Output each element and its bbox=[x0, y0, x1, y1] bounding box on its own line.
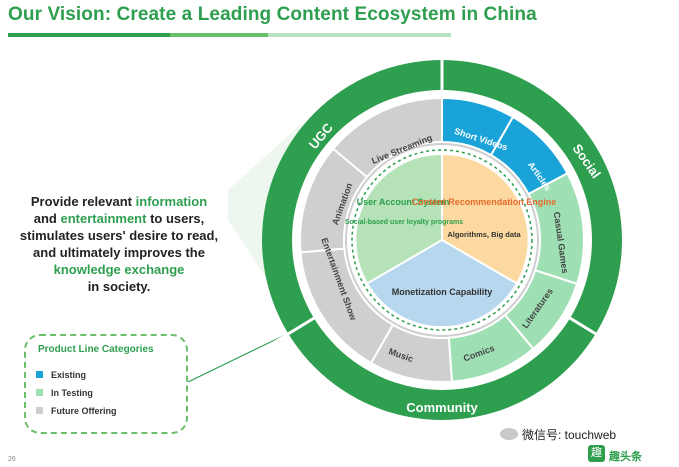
title-underline bbox=[8, 33, 451, 37]
legend: Product Line Categories Existing In Test… bbox=[24, 334, 188, 434]
logo-icon: 趣 bbox=[588, 445, 605, 462]
core-content-rec-title: Content Recommendation Engine bbox=[412, 197, 557, 207]
legend-title: Product Line Categories bbox=[38, 344, 154, 355]
legend-item-future: Future Offering bbox=[36, 406, 117, 416]
seg-live-streaming bbox=[331, 96, 443, 179]
highlight-entertainment: entertainment bbox=[60, 211, 147, 226]
page-title: Our Vision: Create a Leading Content Eco… bbox=[8, 4, 537, 25]
lead-paragraph: Provide relevant information and enterta… bbox=[19, 194, 219, 294]
highlight-knowledge-exchange: knowledge exchange bbox=[53, 262, 185, 277]
page-number: 26 bbox=[8, 456, 16, 463]
brand-logo: 趣 趣头条 bbox=[588, 445, 668, 463]
core-user-account bbox=[356, 154, 442, 283]
core-user-account-title: User Account System bbox=[357, 197, 450, 207]
product-segments bbox=[299, 96, 585, 383]
core-monetization-title: Monetization Capability bbox=[392, 287, 493, 297]
highlight-information: information bbox=[135, 194, 208, 209]
label-community: Community bbox=[406, 400, 478, 415]
wechat-icon bbox=[500, 428, 518, 440]
legend-item-existing: Existing bbox=[36, 370, 86, 380]
logo-text: 趣头条 bbox=[609, 451, 642, 463]
core-user-account-sub: Social-based user loyalty programs bbox=[345, 219, 463, 226]
wechat-watermark: 微信号: touchweb bbox=[500, 426, 616, 443]
core-content-recommendation bbox=[442, 154, 528, 283]
core-content-rec-sub: Algorithms, Big data bbox=[447, 230, 521, 239]
legend-item-in-testing: In Testing bbox=[36, 388, 93, 398]
